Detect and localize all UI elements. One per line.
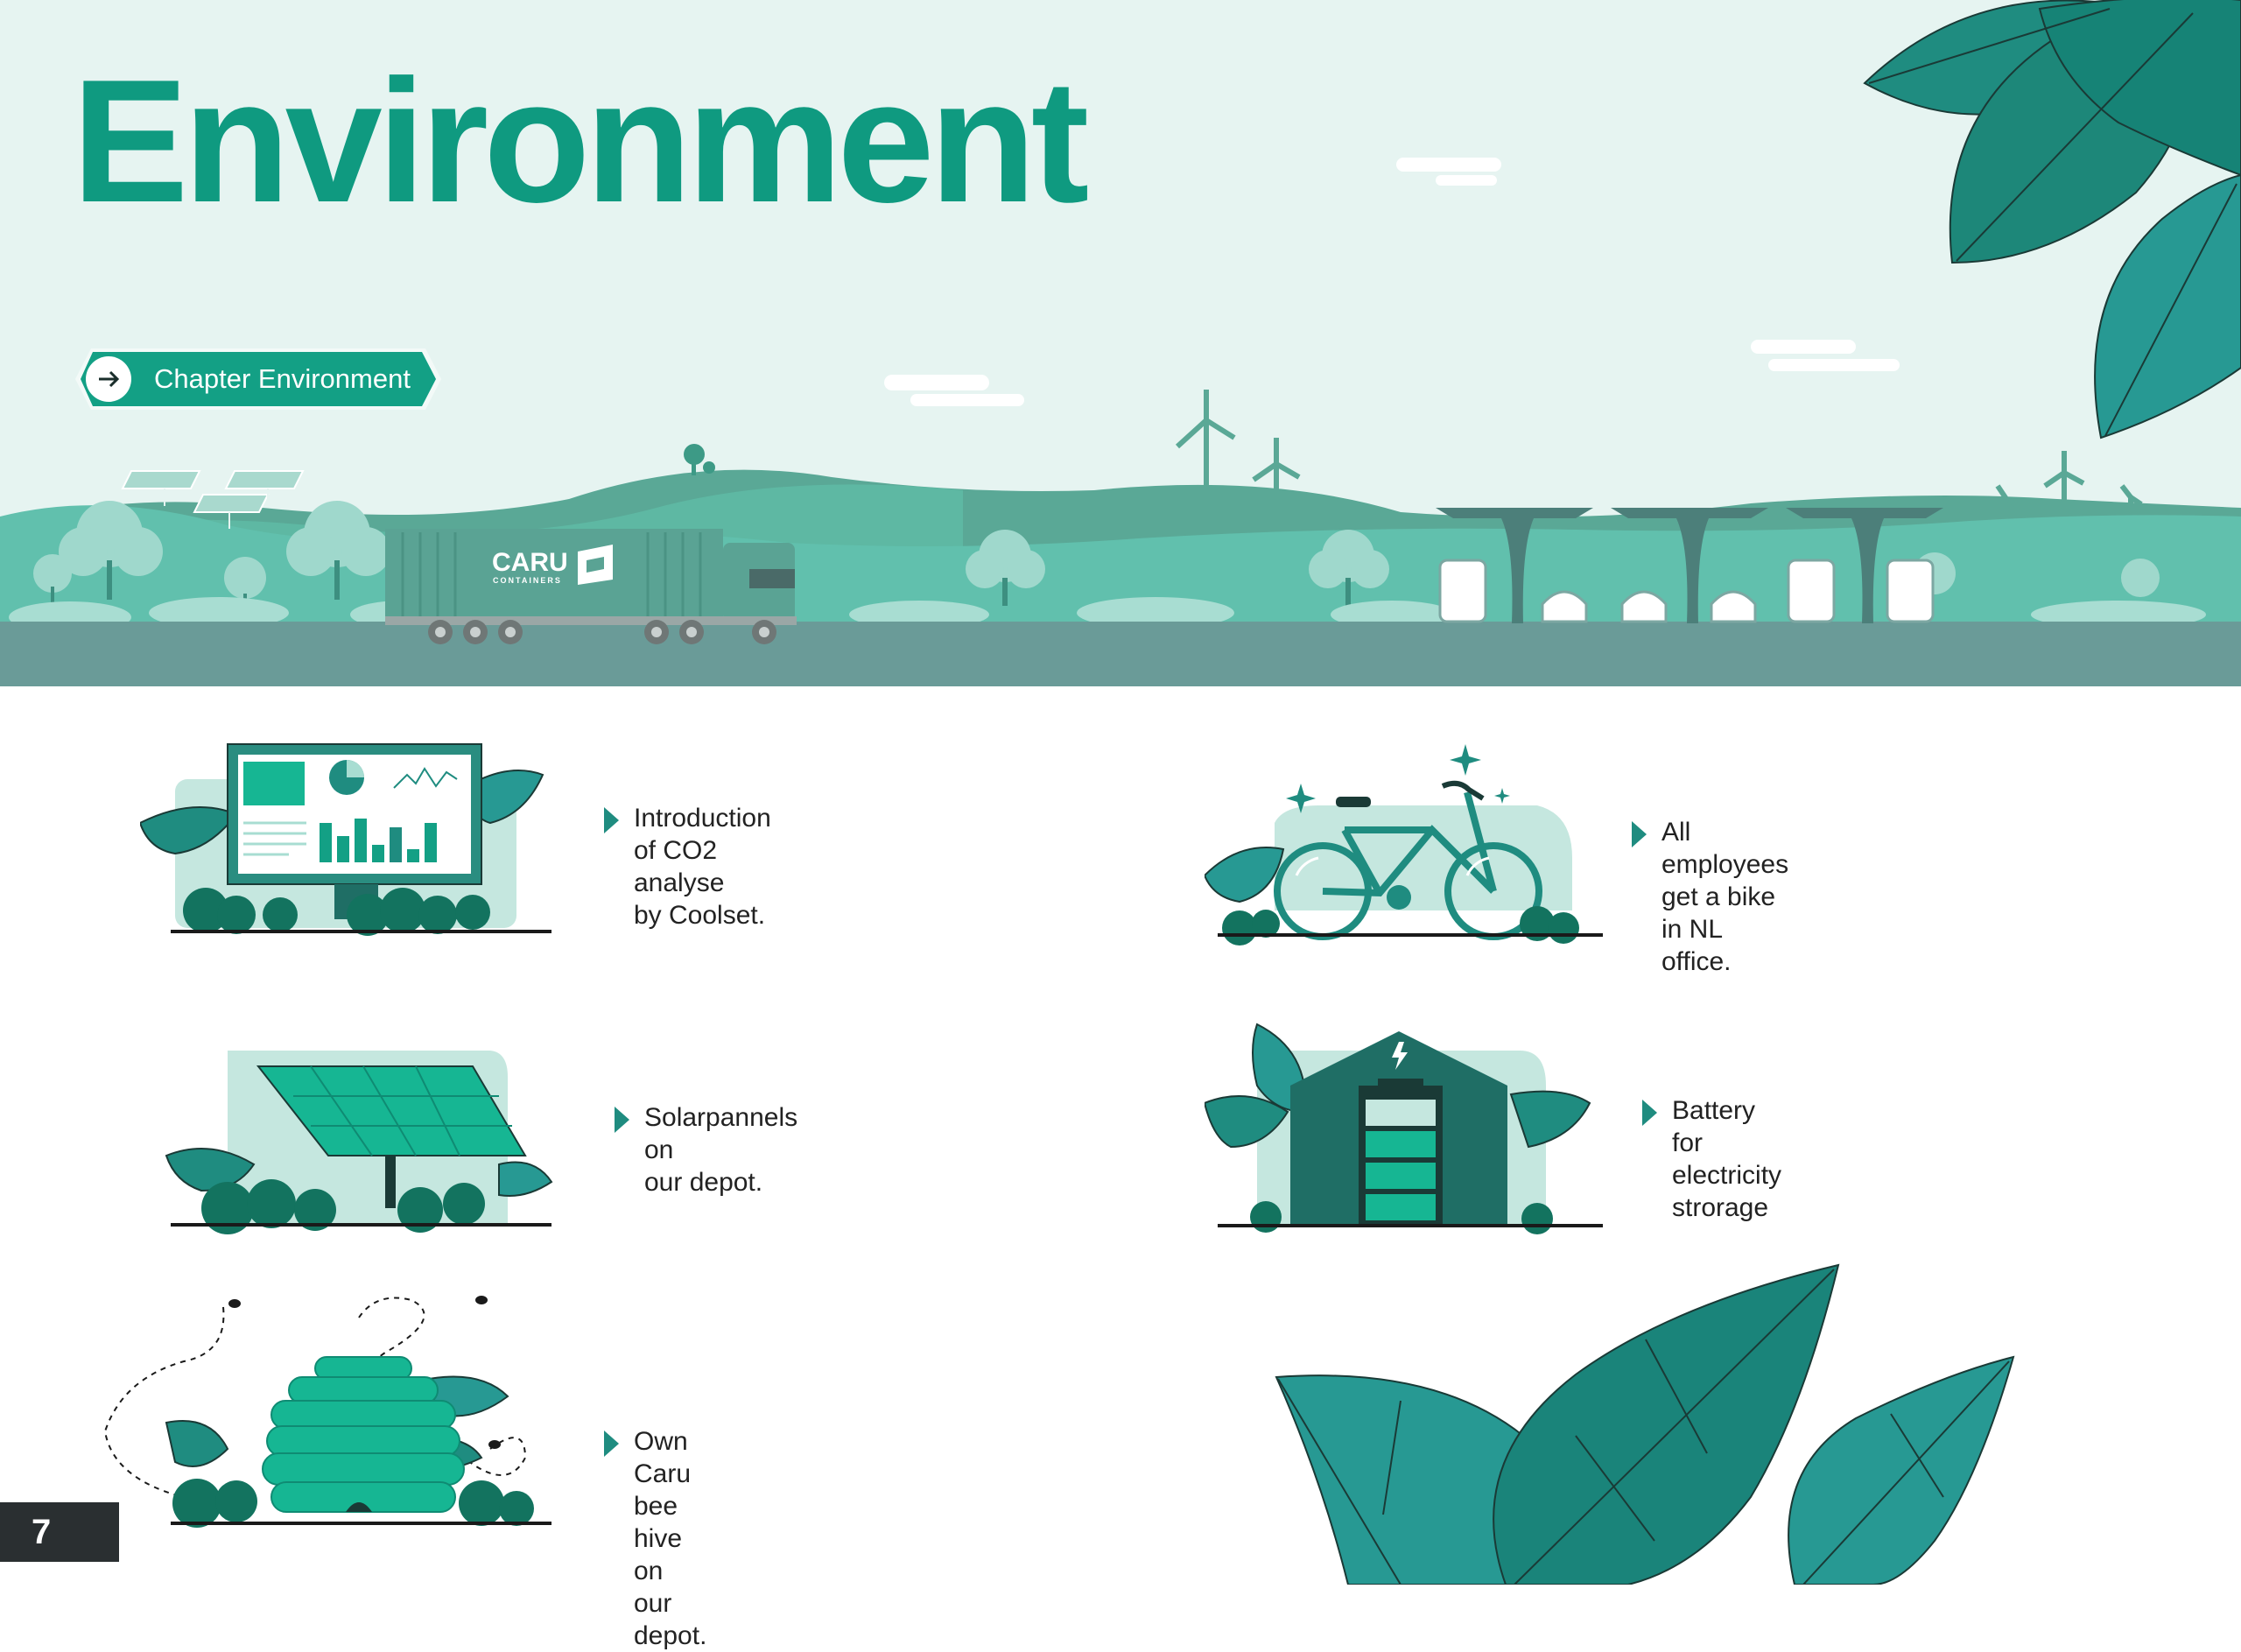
chapter-button-label: Chapter Environment [154,363,411,394]
tree-icon [33,501,2160,607]
bicycle-icon [1205,744,1603,946]
beehive-icon [103,1296,551,1528]
battery-house-icon [1205,1023,1603,1234]
landscape-illustration: CARU CONTAINERS [0,0,2241,686]
item-caption: Introduction of CO2 analyse by Coolset. [604,802,771,931]
bee-icon [228,1296,501,1449]
dashboard-monitor-icon [140,743,551,936]
leaf-decoration [1863,0,2241,439]
hero-banner: CARU CONTAINERS [0,0,2241,686]
caru-logo-icon [578,545,613,585]
item-caption: Solarpannels on our depot. [615,1101,797,1199]
item-caption: Own Caru bee hive on our depot. [604,1425,706,1652]
solar-panel-icon [165,1051,553,1234]
cloud-icon [884,158,1900,406]
leaf-decoration [1275,1263,2015,1585]
lightning-icon [1392,1042,1408,1070]
charging-station-icon [1436,508,1943,623]
solar-panel-icon [121,470,305,529]
wind-turbine-icon [1175,390,2143,530]
bullet-marker-icon [604,807,619,833]
page-title: Environment [72,44,1089,239]
item-caption: Battery for electricity strorage [1642,1094,1781,1224]
item-caption: All employees get a bike in NL office. [1632,816,1788,978]
bullet-marker-icon [604,1431,619,1457]
chapter-environment-button[interactable]: Chapter Environment [75,348,443,410]
truck-icon: CARU CONTAINERS [385,529,797,644]
page-number: 7 [0,1502,119,1562]
bullet-marker-icon [1632,821,1647,847]
bullet-marker-icon [615,1107,629,1133]
road [0,622,2241,686]
bullet-marker-icon [1642,1100,1657,1126]
arrow-right-icon [99,370,120,388]
truck-brand-label: CARU [492,548,568,577]
truck-sub-label: CONTAINERS [493,576,562,585]
tree-icon [684,444,715,475]
